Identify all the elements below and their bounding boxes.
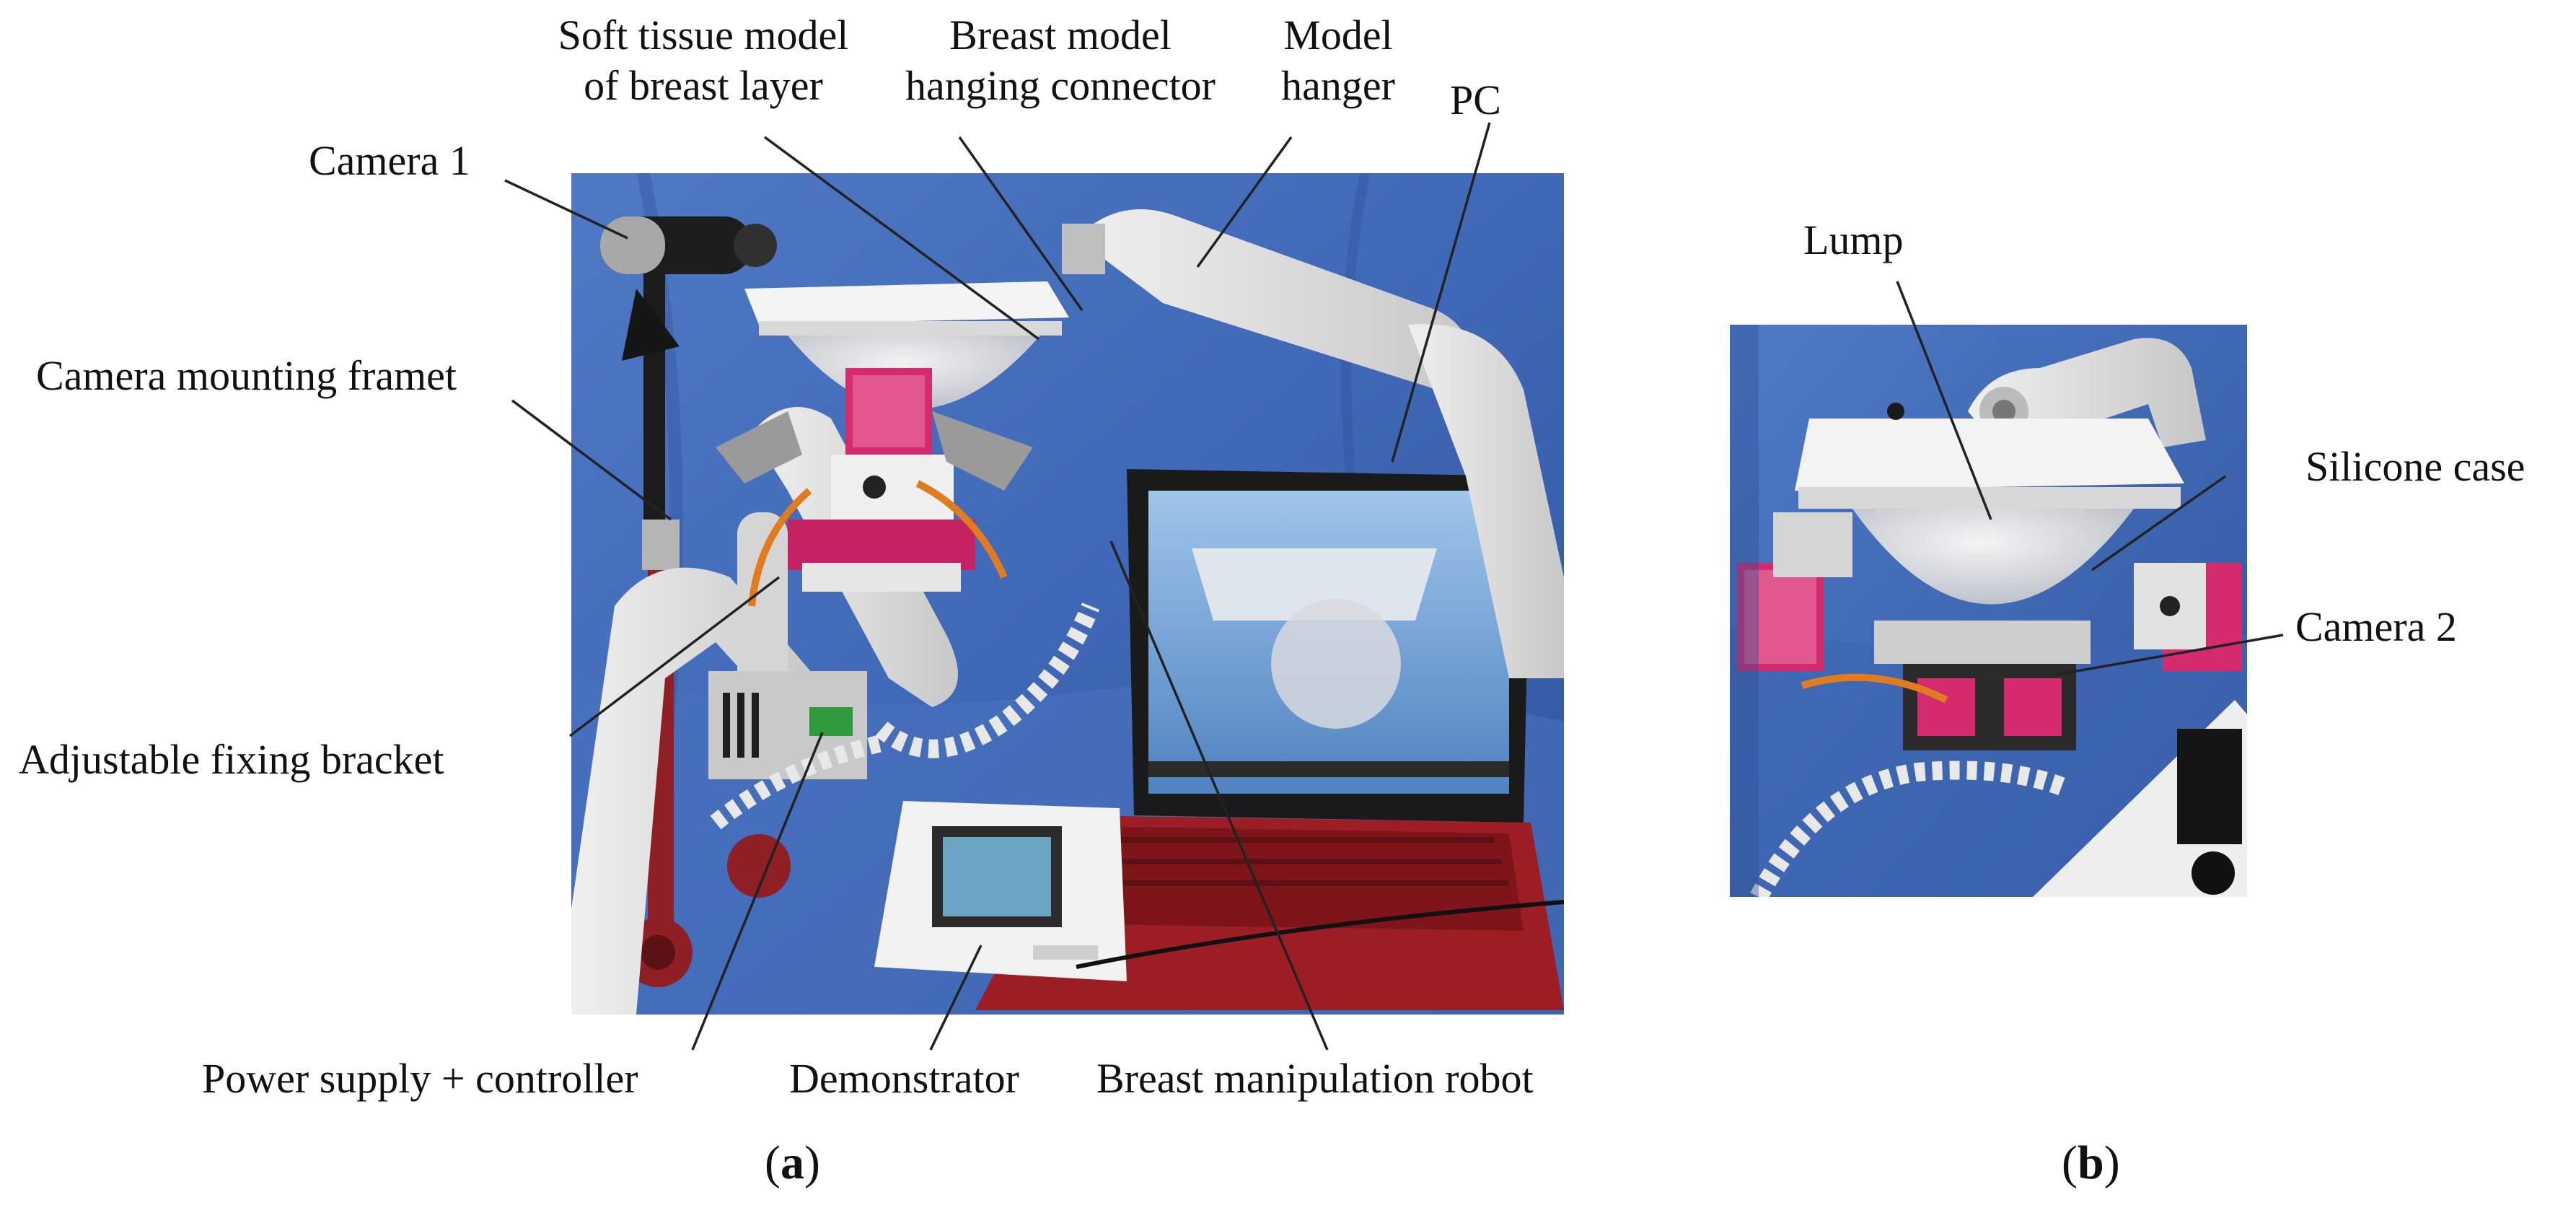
label-lump: Lump (1803, 216, 1904, 263)
leader-camera-mount (511, 399, 672, 521)
leader-demonstrator (929, 945, 983, 1051)
leader-hanger (1196, 136, 1293, 268)
leader-soft-tissue (763, 136, 1040, 341)
label-adjustable-fixing-bracket: Adjustable fixing bracket (19, 736, 444, 783)
photo-b-illustration (1730, 325, 2247, 897)
leader-camera1 (504, 179, 628, 240)
leader-lump (1896, 281, 1992, 520)
label-soft-tissue-model: Soft tissue model of breast layer (527, 10, 880, 111)
label-hanger-line2: hanger (1281, 62, 1395, 109)
label-connector-line1: Breast model (949, 12, 1171, 58)
label-model-hanger: Model hanger (1255, 10, 1421, 111)
label-camera-2: Camera 2 (2295, 603, 2457, 650)
label-hanger-line1: Model (1283, 12, 1393, 58)
panel-label-a: (a) (765, 1136, 820, 1189)
label-soft-tissue-line2: of breast layer (584, 62, 823, 109)
label-breast-manipulation-robot: Breast manipulation robot (1096, 1055, 1534, 1102)
label-camera-1: Camera 1 (309, 137, 470, 184)
label-pc: PC (1450, 76, 1501, 123)
label-camera-mounting-frame: Camera mounting framet (36, 352, 457, 399)
photo-b (1730, 325, 2247, 897)
leader-silicone (2091, 475, 2227, 571)
label-power-supply-controller: Power supply + controller (202, 1055, 638, 1102)
panel-letter-a: a (780, 1136, 804, 1189)
label-hanging-connector: Breast model hanging connector (873, 10, 1248, 111)
label-silicone-case: Silicone case (2305, 443, 2526, 490)
leader-camera2 (2055, 634, 2284, 676)
leader-robot (1109, 540, 1329, 1051)
label-soft-tissue-line1: Soft tissue model (558, 12, 849, 58)
label-connector-line2: hanging connector (905, 62, 1216, 109)
leader-pc (1391, 122, 1491, 463)
panel-label-b: (b) (2062, 1136, 2120, 1189)
leader-bracket (568, 576, 781, 737)
label-demonstrator: Demonstrator (789, 1055, 1019, 1102)
leader-power (691, 732, 824, 1051)
panel-letter-b: b (2077, 1136, 2104, 1189)
leader-connector (958, 136, 1083, 312)
